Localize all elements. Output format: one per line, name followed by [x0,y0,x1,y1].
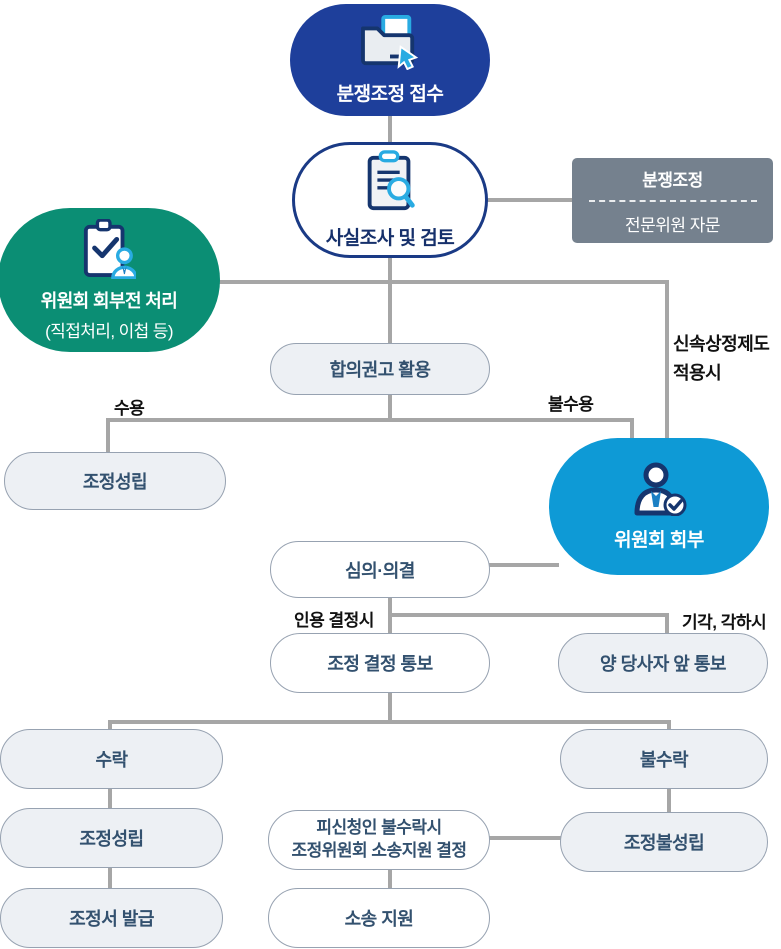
connector [487,198,572,202]
node-label: 사실조사 및 검토 [325,228,455,249]
advisory-title: 분쟁조정 [642,170,703,190]
connector [388,116,392,144]
edge-label-acceptance: 수용 [114,399,145,418]
person-check-icon [630,462,688,516]
node-mediation-not-established: 조정불성립 [560,812,768,872]
node-deliberation: 심의·의결 [270,541,490,598]
node-label: 위원회 회부 [614,529,704,551]
connector [388,866,392,890]
node-lawsuit-support: 소송 지원 [268,888,490,948]
node-fact-investigation: 사실조사 및 검토 [292,142,488,258]
node-settlement-recommendation: 합의권고 활용 [270,343,490,395]
node-decision-notification: 조정 결정 통보 [270,633,490,693]
node-acceptance: 수락 [0,729,223,789]
node-dispute-receipt: 분쟁조정 접수 [290,4,490,116]
node-label: 불수락 [639,750,689,770]
node-mediation-established-final: 조정성립 [0,808,223,868]
node-label: 위원회 회부전 처리 [40,290,178,311]
connector [630,420,634,444]
connector [487,836,562,840]
node-mediation-document-issue: 조정서 발급 [0,888,223,948]
node-label: 조정불성립 [623,833,705,853]
clipboard-search-icon [365,150,415,214]
advisory-subtitle: 전문위원 자문 [624,215,721,235]
edge-label-line: 신속상정제도 [673,334,770,354]
edge-label-line: 적용시 [673,362,722,383]
node-label: 소송 지원 [344,909,414,929]
node-sublabel: (직접처리, 이첩 등) [45,321,173,341]
connector [108,786,112,810]
node-label: 조정위원회 소송지원 결정 [291,841,468,860]
node-mediation-established: 조정성립 [4,452,226,510]
connector [108,722,112,732]
connector [108,865,112,890]
node-notification-to-parties: 양 당사자 앞 통보 [558,633,768,693]
edge-label-dismissed: 기각, 각하시 [682,613,767,632]
node-label: 양 당사자 앞 통보 [600,654,726,674]
connector [667,786,671,814]
connector [200,280,669,284]
connector [388,690,392,724]
node-label: 수락 [95,750,128,770]
connector [665,282,669,442]
edge-label-non-acceptance: 불수용 [548,395,594,414]
clipboard-check-person-icon [82,217,138,280]
node-committee-referral: 위원회 회부 [549,438,769,575]
node-pre-referral-handling: 위원회 회부전 처리 (직접처리, 이첩 등) [0,208,220,352]
node-label: 조정성립 [79,829,144,849]
connector [388,392,392,422]
node-label: 피신청인 불수락시 [316,818,442,838]
advisory-box: 분쟁조정 전문위원 자문 [572,158,773,243]
node-non-acceptance: 불수락 [560,729,768,789]
node-label: 조정 결정 통보 [327,654,433,674]
node-label: 조정서 발급 [69,909,154,929]
folder-cursor-icon [357,14,423,71]
node-label: 합의권고 활용 [329,360,431,380]
connector [390,613,669,617]
dashed-divider [588,199,757,202]
connector [108,720,671,724]
node-label: 분쟁조정 접수 [336,84,444,105]
connector [487,563,559,567]
edge-label-upheld: 인용 결정시 [294,611,374,630]
node-label: 조정성립 [82,472,148,492]
connector [665,615,669,635]
node-lawsuit-support-decision: 피신청인 불수락시 조정위원회 소송지원 결정 [268,810,490,870]
connector [388,257,392,345]
connector [667,722,671,732]
connector [106,420,110,454]
edge-label-fast-track: 신속상정제도 적용시 [673,330,770,388]
node-label: 심의·의결 [345,560,415,581]
connector [106,418,634,422]
